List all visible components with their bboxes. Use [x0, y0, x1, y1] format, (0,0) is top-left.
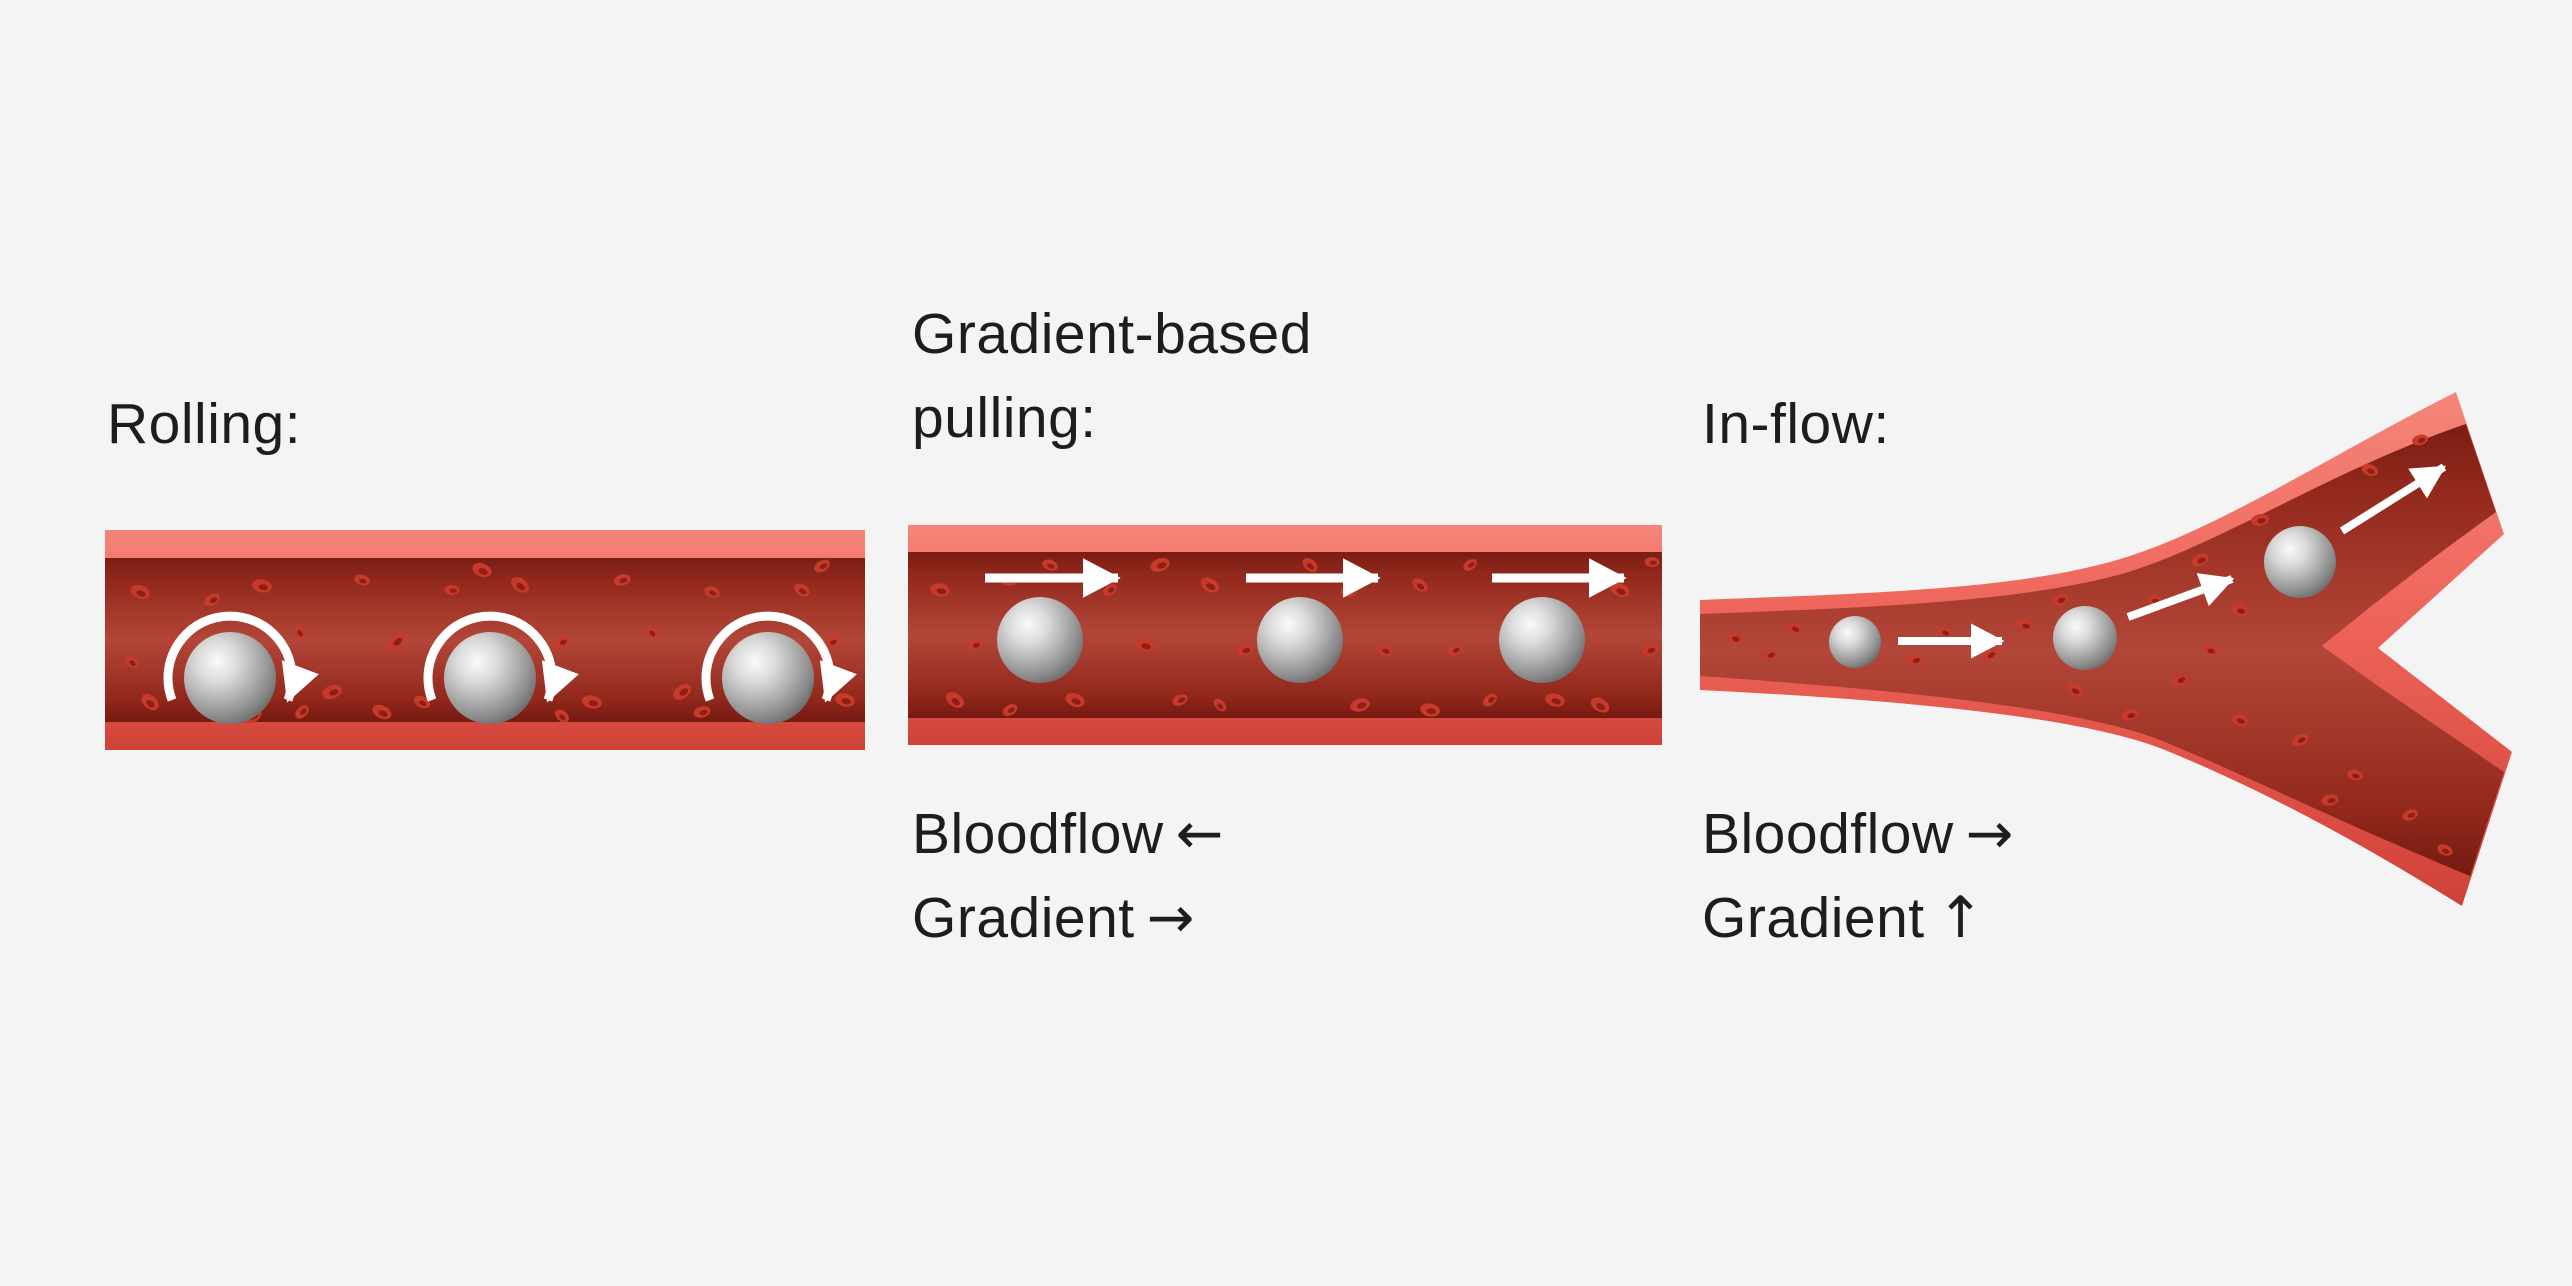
microrobot-sphere — [722, 632, 814, 724]
microrobot-sphere — [184, 632, 276, 724]
microrobot-sphere — [997, 597, 1083, 683]
right-arrow-icon: → — [1146, 885, 1195, 951]
annotations-inflow: Bloodflow→ Gradient↑ — [1702, 792, 2014, 960]
direction-arrow — [2339, 463, 2447, 535]
rolling-arrow — [163, 611, 319, 703]
microrobot-sphere — [1499, 597, 1585, 683]
microrobot-sphere — [2264, 526, 2336, 598]
microrobot-sphere — [2053, 606, 2117, 670]
left-arrow-icon: ← — [1175, 801, 1224, 867]
panel-title-inflow: In-flow: — [1702, 392, 1890, 456]
microrobots — [1829, 526, 2336, 670]
bloodflow-label: Bloodflow — [1702, 802, 1954, 866]
panel-title-rolling: Rolling: — [107, 392, 302, 456]
rolling-arrow — [423, 611, 579, 703]
vessel-inflow — [1700, 392, 2572, 906]
annotations-gradient-pulling: Bloodflow← Gradient→ — [912, 792, 1224, 960]
annotation-gradient: Gradient↑ — [1702, 876, 2014, 960]
microrobot-sphere — [444, 632, 536, 724]
microrobot-sphere — [1829, 616, 1881, 668]
microrobot-sphere — [1257, 597, 1343, 683]
gradient-label: Gradient — [1702, 886, 1925, 950]
gradient-label: Gradient — [912, 886, 1135, 950]
rolling-arrow — [701, 611, 857, 703]
microrobots — [184, 632, 814, 724]
title-line-1: Gradient-based — [912, 302, 1312, 366]
annotation-bloodflow: Bloodflow→ — [1702, 792, 2014, 876]
vessel-branch-gap — [2378, 392, 2572, 906]
annotation-bloodflow: Bloodflow← — [912, 792, 1224, 876]
direction-arrow — [2126, 573, 2235, 621]
title-line-2: pulling: — [912, 386, 1097, 450]
panel-title-gradient-pulling: Gradient-based pulling: — [912, 292, 1312, 460]
microrobots — [997, 597, 1585, 683]
vessel-gradient-pulling — [908, 525, 1662, 745]
rolling-arrows — [163, 611, 857, 703]
bloodflow-label: Bloodflow — [912, 802, 1164, 866]
right-arrow-icon: → — [1965, 801, 2014, 867]
inflow-arrows — [1898, 463, 2447, 659]
up-arrow-icon: ↑ — [1936, 885, 1985, 951]
annotation-gradient: Gradient→ — [912, 876, 1224, 960]
vessel-rolling — [105, 530, 865, 750]
